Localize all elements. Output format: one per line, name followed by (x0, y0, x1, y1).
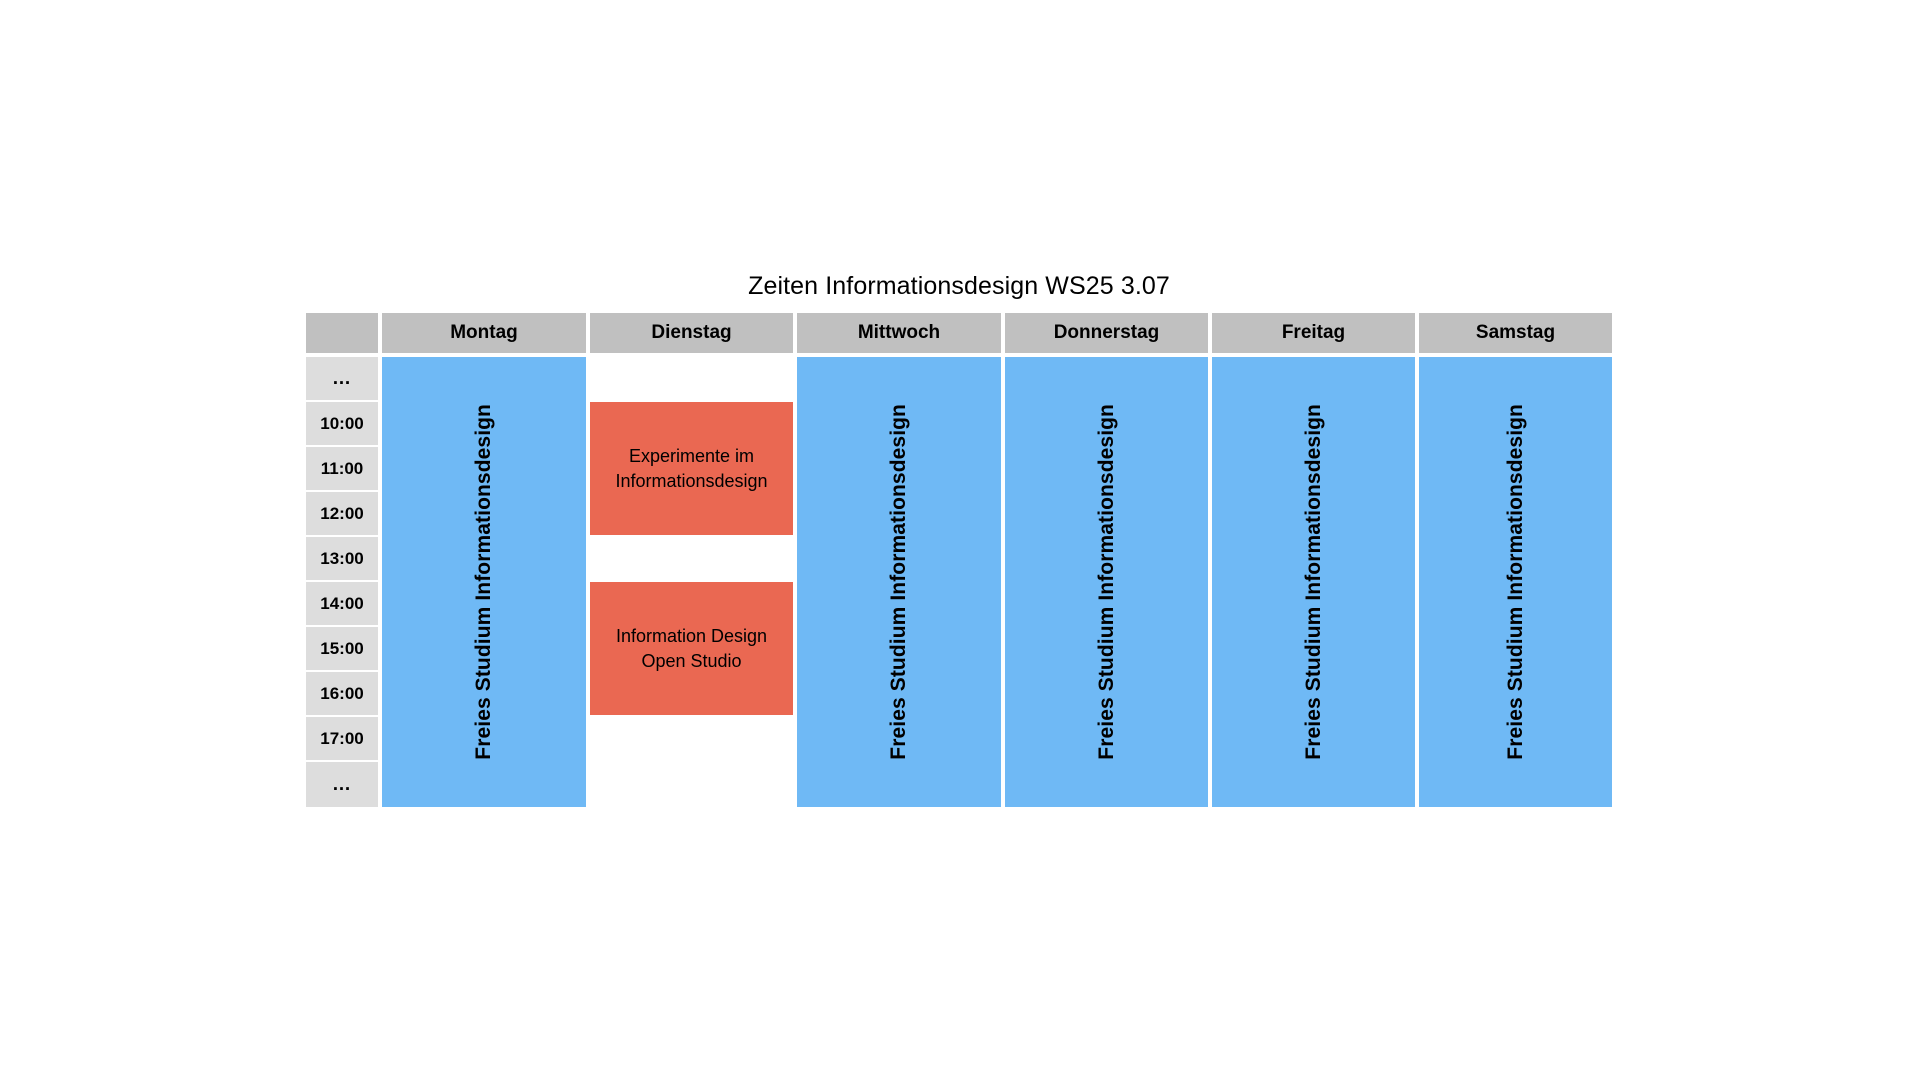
event-label: Freies Studium Informationsdesign (887, 404, 910, 760)
event-montag-freies-studium[interactable]: Freies Studium Informationsdesign (382, 357, 586, 807)
day-header-freitag[interactable]: Freitag (1212, 313, 1415, 353)
event-label: Freies Studium Informationsdesign (1301, 404, 1325, 760)
event-freitag-freies-studium[interactable]: Freies Studium Informationsdesign (1212, 357, 1415, 807)
event-label: Freies Studium Informationsdesign (1503, 404, 1527, 760)
time-row-before: … (306, 357, 378, 400)
header-corner-cell (306, 313, 378, 353)
event-label: Freies Studium Informationsdesign (472, 404, 495, 760)
event-dienstag-experimente[interactable]: Experimente im Informationsdesign (590, 402, 793, 535)
time-row-1500: 15:00 (306, 627, 378, 670)
time-row-1200: 12:00 (306, 492, 378, 535)
timetable: Montag Dienstag Mittwoch Donnerstag Frei… (306, 313, 1612, 807)
event-label: Freies Studium Informationsdesign (1094, 404, 1118, 760)
time-row-1300: 13:00 (306, 537, 378, 580)
time-row-1700: 17:00 (306, 717, 378, 760)
day-header-donnerstag[interactable]: Donnerstag (1005, 313, 1208, 353)
event-mittwoch-freies-studium[interactable]: Freies Studium Informationsdesign (797, 357, 1001, 807)
event-samstag-freies-studium[interactable]: Freies Studium Informationsdesign (1419, 357, 1612, 807)
time-row-1000: 10:00 (306, 402, 378, 445)
page-title: Zeiten Informationsdesign WS25 3.07 (748, 272, 1170, 300)
event-dienstag-open-studio[interactable]: Information Design Open Studio (590, 582, 793, 715)
day-column-dienstag: Experimente im Informationsdesign Inform… (590, 357, 793, 807)
day-header-samstag[interactable]: Samstag (1419, 313, 1612, 353)
day-column-freitag: Freies Studium Informationsdesign (1212, 357, 1415, 807)
day-header-montag[interactable]: Montag (382, 313, 586, 353)
time-row-1600: 16:00 (306, 672, 378, 715)
day-column-samstag: Freies Studium Informationsdesign (1419, 357, 1612, 807)
time-row-after: … (306, 762, 378, 807)
time-gutter: … 10:00 11:00 12:00 13:00 14:00 15:00 16… (306, 357, 378, 807)
timetable-header-row: Montag Dienstag Mittwoch Donnerstag Frei… (306, 313, 1612, 353)
day-column-donnerstag: Freies Studium Informationsdesign (1005, 357, 1208, 807)
time-row-1100: 11:00 (306, 447, 378, 490)
day-header-dienstag[interactable]: Dienstag (590, 313, 793, 353)
day-column-montag: Freies Studium Informationsdesign (382, 357, 586, 807)
day-column-mittwoch: Freies Studium Informationsdesign (797, 357, 1001, 807)
event-donnerstag-freies-studium[interactable]: Freies Studium Informationsdesign (1005, 357, 1208, 807)
time-row-1400: 14:00 (306, 582, 378, 625)
day-header-mittwoch[interactable]: Mittwoch (797, 313, 1001, 353)
